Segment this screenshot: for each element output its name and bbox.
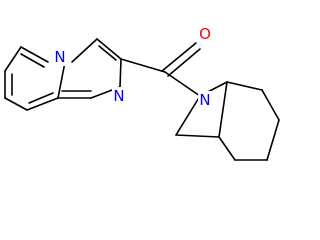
bond-carbonyl-n [164, 71, 201, 97]
bond-pyridine-1-inner [20, 53, 45, 68]
atom-n-bridge: N [54, 48, 66, 66]
atoms: O N N N [54, 25, 211, 109]
bond-bicycle-7 [266, 119, 280, 161]
bond-bicycle-5 [226, 81, 263, 91]
bond-pyridine-1 [20, 46, 49, 63]
bond-imidazole-1 [71, 38, 98, 63]
atom-n-imidazole: N [112, 87, 125, 105]
bond-pyridine-6 [57, 61, 66, 99]
bond-bicycle-9 [218, 136, 236, 161]
atom-o1-label: O [199, 25, 211, 43]
bond-bicycle-6 [261, 89, 280, 121]
bond-pyridine-2 [4, 46, 22, 72]
atom-n-amide: N [198, 91, 211, 109]
atom-n-imidazole-label: N [113, 87, 124, 105]
molecule-structure: O N N N [4, 25, 280, 161]
bond-imidazole-2-inner [98, 45, 117, 61]
bond-bicycle-2 [175, 134, 220, 138]
bond-pyridine-5-inner [28, 92, 54, 104]
bond-pyridine-5 [26, 97, 59, 111]
bond-imidazole-2 [96, 38, 122, 60]
bond-pyridine-4 [4, 97, 28, 111]
bond-carbonyl-o-2 [167, 48, 201, 77]
bond-carbonyl-o-1 [161, 42, 197, 72]
bond-imidazole-3 [119, 58, 122, 88]
bond-bicycle-3 [218, 81, 228, 138]
atom-n-bridge-label: N [54, 48, 65, 66]
atom-o1: O [198, 25, 211, 43]
atom-n-amide-label: N [199, 91, 210, 109]
bonds [4, 38, 280, 161]
bond-ring-carbonyl [120, 58, 166, 73]
bond-bicycle-1 [175, 95, 201, 136]
